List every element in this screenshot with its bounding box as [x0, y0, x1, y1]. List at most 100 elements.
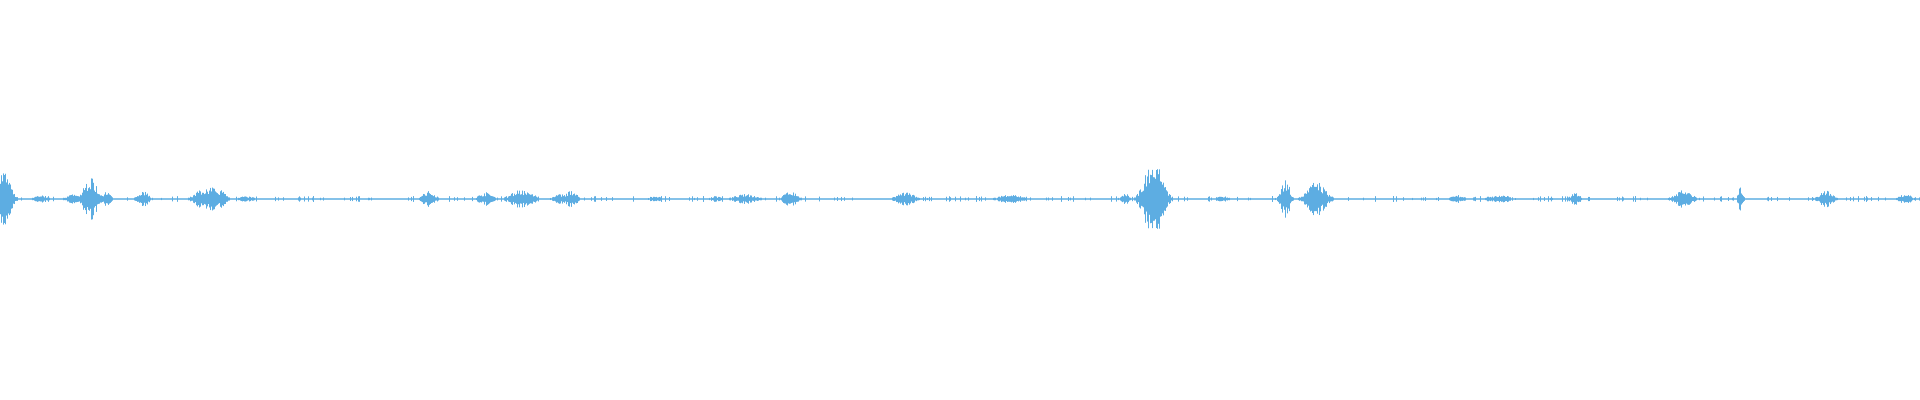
waveform-sample	[408, 197, 409, 201]
waveform-sample	[834, 197, 835, 201]
waveform-sample	[782, 196, 783, 202]
waveform-sample	[1693, 196, 1694, 202]
waveform-sample	[1496, 196, 1497, 202]
waveform-sample	[594, 196, 595, 202]
waveform-sample	[101, 195, 102, 203]
waveform-sample	[1129, 197, 1130, 201]
waveform-sample	[893, 197, 894, 201]
waveform-sample	[1567, 196, 1568, 202]
waveform-sample	[1498, 196, 1499, 202]
waveform-sample	[1853, 196, 1854, 202]
waveform-sample	[491, 195, 492, 203]
waveform-sample	[216, 192, 217, 206]
waveform-sample	[1575, 193, 1576, 205]
waveform-sample	[1833, 195, 1834, 203]
waveform-sample	[483, 196, 484, 202]
waveform-sample	[929, 196, 930, 202]
waveform-sample	[1544, 197, 1545, 201]
waveform-sample	[1867, 197, 1868, 201]
waveform-sample	[1165, 187, 1166, 211]
waveform-sample	[1737, 195, 1738, 203]
waveform-sample	[1007, 196, 1008, 202]
waveform-sample	[1229, 197, 1230, 201]
waveform-sample	[219, 194, 220, 204]
waveform-sample	[12, 189, 13, 209]
waveform-sample	[245, 196, 246, 202]
waveform-sample	[739, 195, 740, 203]
waveform-sample	[1169, 194, 1170, 204]
waveform-sample	[1501, 196, 1502, 202]
waveform-sample	[1167, 191, 1168, 207]
waveform-sample	[529, 194, 530, 204]
waveform-sample	[794, 195, 795, 203]
waveform-sample	[1909, 196, 1910, 202]
waveform-sample	[1436, 197, 1437, 201]
waveform-sample	[84, 190, 85, 208]
waveform-sample	[805, 196, 806, 202]
waveform-sample	[1153, 177, 1154, 221]
waveform-sample	[742, 194, 743, 204]
waveform-sample	[538, 196, 539, 202]
waveform-sample	[489, 194, 490, 204]
waveform-sample	[1159, 169, 1160, 229]
waveform-sample	[852, 197, 853, 201]
waveform-sample	[145, 191, 146, 207]
waveform-sample	[39, 196, 40, 202]
waveform-sample	[1906, 195, 1907, 203]
waveform-sample	[1312, 184, 1313, 214]
waveform-sample	[464, 197, 465, 201]
waveform-sample	[1090, 197, 1091, 201]
waveform-sample	[1503, 195, 1504, 203]
waveform-sample	[1216, 197, 1217, 201]
waveform-sample	[10, 184, 11, 214]
waveform-sample	[1146, 186, 1147, 212]
waveform-sample	[1307, 190, 1308, 208]
waveform-sample	[177, 196, 178, 202]
waveform-sample	[238, 197, 239, 201]
waveform-sample	[522, 190, 523, 208]
waveform-sample	[1403, 197, 1404, 201]
waveform-sample	[931, 196, 932, 202]
waveform-sample	[488, 193, 489, 205]
waveform-sample	[721, 197, 722, 201]
waveform-sample	[918, 197, 919, 201]
waveform-sample	[1333, 197, 1334, 201]
waveform-sample	[1903, 196, 1904, 202]
waveform-sample	[485, 196, 486, 202]
waveform-sample	[784, 194, 785, 204]
waveform-sample	[912, 195, 913, 203]
waveform-sample	[844, 197, 845, 201]
waveform-sample	[299, 196, 300, 202]
waveform-sample	[198, 193, 199, 205]
waveform-sample	[1588, 196, 1589, 202]
waveform-sample	[21, 197, 22, 201]
waveform-sample	[196, 192, 197, 206]
waveform-sample	[1171, 197, 1172, 201]
waveform-sample	[1738, 194, 1739, 204]
waveform-sample	[903, 192, 904, 206]
waveform-sample	[506, 196, 507, 202]
waveform-sample	[1740, 187, 1741, 211]
waveform-sample	[1293, 197, 1294, 201]
waveform-sample	[1623, 197, 1624, 201]
waveform-sample	[946, 196, 947, 202]
waveform-sample	[350, 197, 351, 201]
waveform-sample	[1677, 196, 1678, 202]
waveform-sample	[747, 195, 748, 203]
waveform-sample	[1085, 197, 1086, 201]
waveform-sample	[1728, 197, 1729, 201]
waveform-sample	[507, 197, 508, 201]
waveform-sample	[38, 196, 39, 202]
waveform-sample	[427, 192, 428, 206]
waveform-sample	[85, 187, 86, 211]
waveform-sample	[253, 197, 254, 201]
waveform-sample	[225, 194, 226, 204]
waveform-sample	[110, 195, 111, 203]
waveform-sample	[1250, 197, 1251, 201]
waveform-sample	[1742, 194, 1743, 204]
waveform-sample	[239, 197, 240, 201]
waveform-sample	[792, 195, 793, 203]
waveform-sample	[1672, 196, 1673, 202]
waveform-sample	[1317, 184, 1318, 214]
